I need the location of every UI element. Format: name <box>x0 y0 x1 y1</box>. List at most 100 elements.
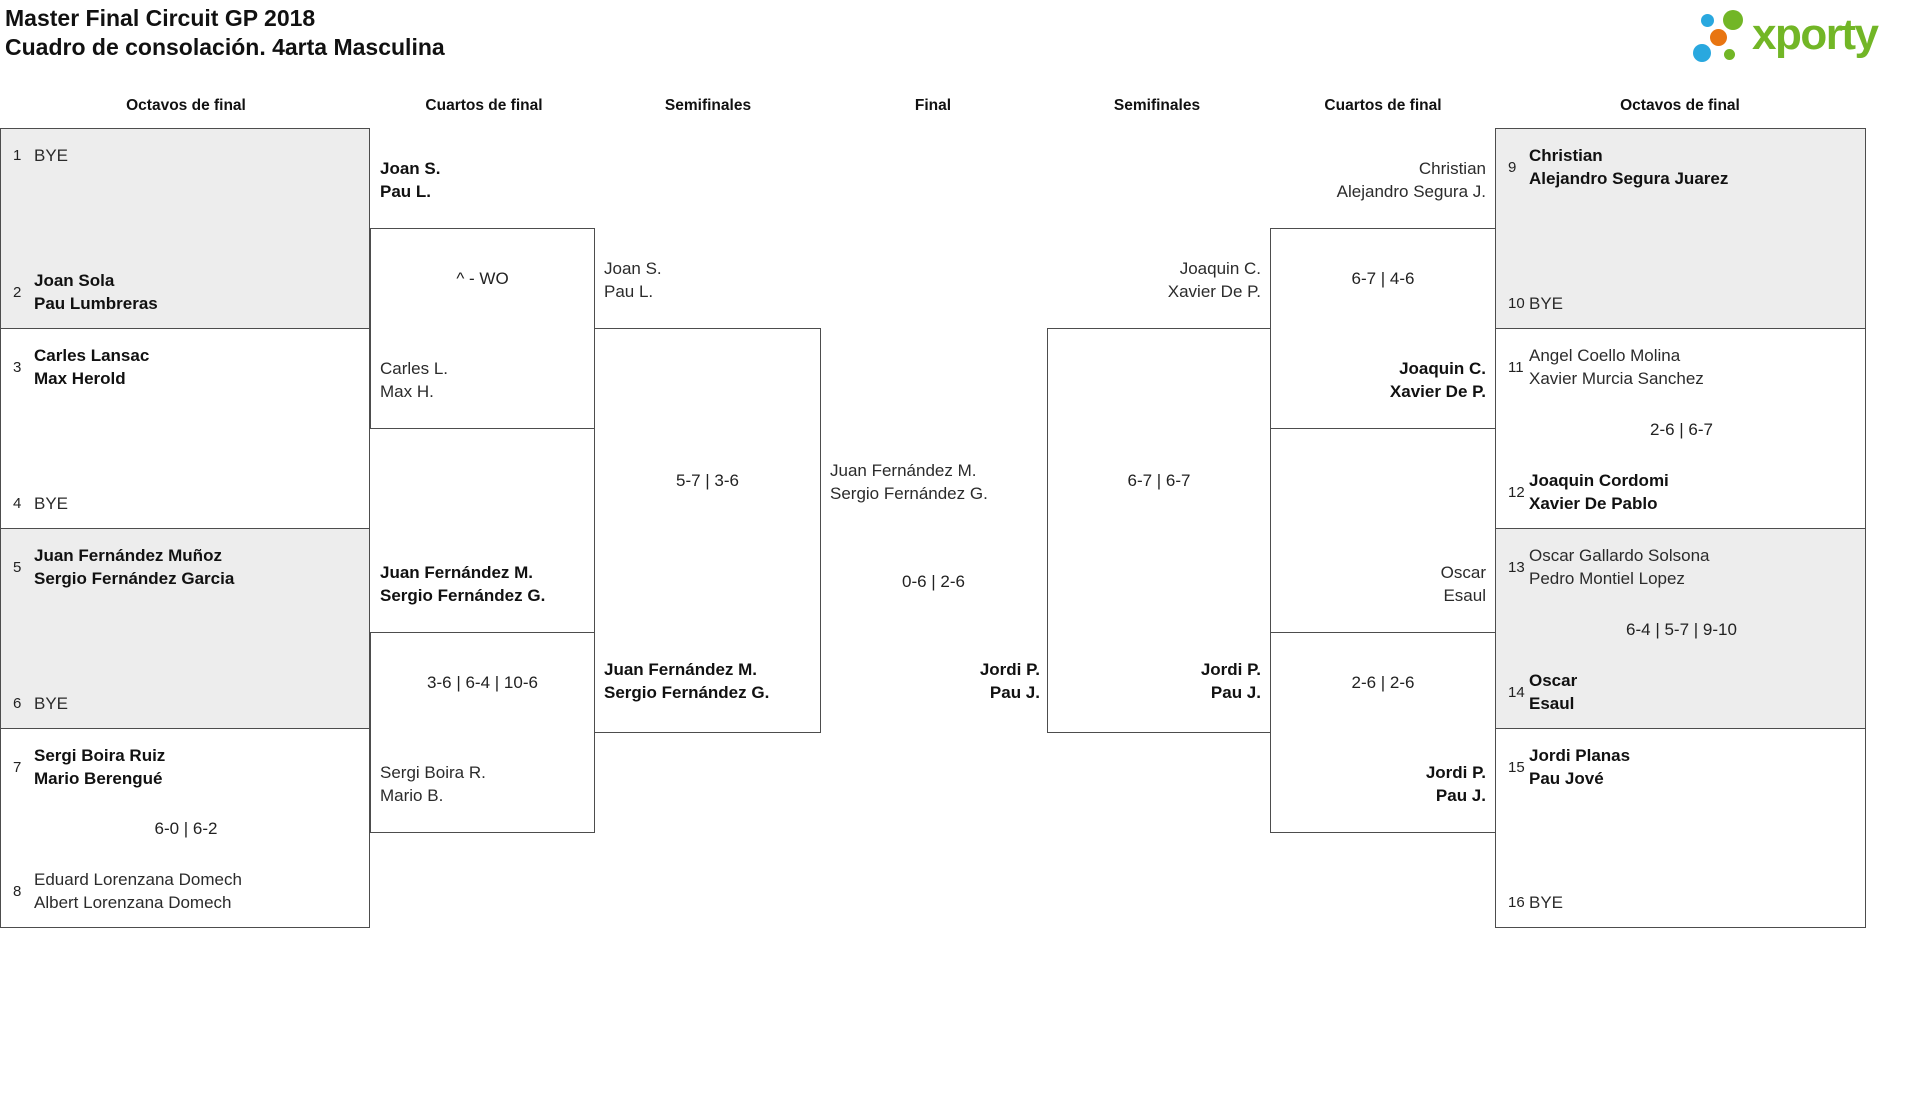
quarterfinal-right-bottom-box <box>1270 632 1496 833</box>
seed-number: 12 <box>1508 483 1525 501</box>
match-score: 6-4 | 5-7 | 9-10 <box>1626 619 1737 639</box>
final-score: 0-6 | 2-6 <box>901 572 965 591</box>
logo-dot-orange <box>1710 29 1727 46</box>
semifinal-left-box <box>594 328 821 733</box>
page-title: Master Final Circuit GP 2018 Cuadro de c… <box>5 4 445 62</box>
sf-right-score: 6-7 | 6-7 <box>1127 471 1191 490</box>
sf-right-team1: Joaquin C.Xavier De P. <box>1167 259 1261 301</box>
match-score: 6-0 | 6-2 <box>154 819 218 838</box>
team-entry: 16 BYE <box>1508 891 1855 914</box>
logo-wordmark: xporty <box>1752 10 1879 59</box>
team-names: BYE <box>1529 294 1564 313</box>
seed-number: 9 <box>1508 158 1517 176</box>
team-names: BYE <box>34 146 69 165</box>
tournament-name: Master Final Circuit GP 2018 <box>5 5 316 31</box>
sf-left-team1: Joan S.Pau L. <box>604 259 662 301</box>
team-entry: 10 BYE <box>1508 292 1855 315</box>
seed-number: 6 <box>13 695 22 712</box>
seed-number: 5 <box>13 558 22 576</box>
team-names: BYE <box>34 494 69 513</box>
match-score: 2-6 | 6-7 <box>1649 419 1713 439</box>
round-header-cuartos-left: Cuartos de final <box>425 97 543 114</box>
bracket-subtitle: Cuadro de consolación. 4arta Masculina <box>5 34 445 60</box>
qf-left-top-team1: Joan S.Pau L. <box>380 159 441 201</box>
xporty-logo[interactable]: xporty <box>1690 4 1915 74</box>
team-entry: 1 BYE <box>13 144 359 167</box>
logo-dot-blue-small <box>1701 14 1714 27</box>
seed-number: 11 <box>1508 358 1524 376</box>
logo-dot-green-large <box>1723 10 1743 30</box>
team-entry: 4 BYE <box>13 492 359 515</box>
final-team2-champion: Jordi P.Pau J. <box>979 660 1040 702</box>
seed-number: 14 <box>1508 683 1525 701</box>
qf-left-bottom-team2: Sergi Boira R.Mario B. <box>380 763 486 805</box>
qf-right-bottom-score: 2-6 | 2-6 <box>1351 673 1415 692</box>
team-entry: 6 BYE <box>13 692 359 715</box>
round-header-octavos-right: Octavos de final <box>1620 97 1740 114</box>
logo-dot-green-small <box>1724 49 1735 60</box>
qf-right-top-score: 6-7 | 4-6 <box>1351 269 1415 288</box>
round-header-octavos-left: Octavos de final <box>126 97 246 114</box>
round-header-cuartos-right: Cuartos de final <box>1324 97 1442 114</box>
sf-left-team2: Juan Fernández M.Sergio Fernández G. <box>604 660 770 702</box>
seed-number: 16 <box>1508 894 1525 911</box>
final-team1: Juan Fernández M.Sergio Fernández G. <box>830 461 988 503</box>
seed-number: 8 <box>13 882 22 900</box>
seed-number: 10 <box>1508 295 1525 312</box>
logo-dot-blue-large <box>1693 44 1711 62</box>
qf-left-bottom-score: 3-6 | 6-4 | 10-6 <box>427 673 538 692</box>
qf-left-top-score: ^ - WO <box>456 269 509 288</box>
sf-right-team2: Jordi P.Pau J. <box>1200 660 1261 702</box>
quarterfinal-right-top-box <box>1270 228 1496 429</box>
sf-left-score: 5-7 | 3-6 <box>675 471 739 490</box>
round-header-final: Final <box>914 97 952 114</box>
seed-number: 2 <box>13 283 22 301</box>
seed-number: 3 <box>13 358 22 376</box>
round-header-semis-right: Semifinales <box>1113 97 1201 114</box>
team-names: BYE <box>1529 893 1564 912</box>
qf-right-top-team2: Joaquin C.Xavier De P. <box>1389 359 1486 401</box>
seed-number: 4 <box>13 495 22 512</box>
seed-number: 1 <box>13 147 22 164</box>
seed-number: 15 <box>1508 758 1525 776</box>
qf-left-top-team2: Carles L.Max H. <box>380 359 449 401</box>
seed-number: 13 <box>1508 558 1525 576</box>
round-header-semis-left: Semifinales <box>664 97 752 114</box>
seed-number: 7 <box>13 758 22 776</box>
qf-left-bottom-team1: Juan Fernández M.Sergio Fernández G. <box>380 563 546 605</box>
team-names: BYE <box>34 694 69 713</box>
